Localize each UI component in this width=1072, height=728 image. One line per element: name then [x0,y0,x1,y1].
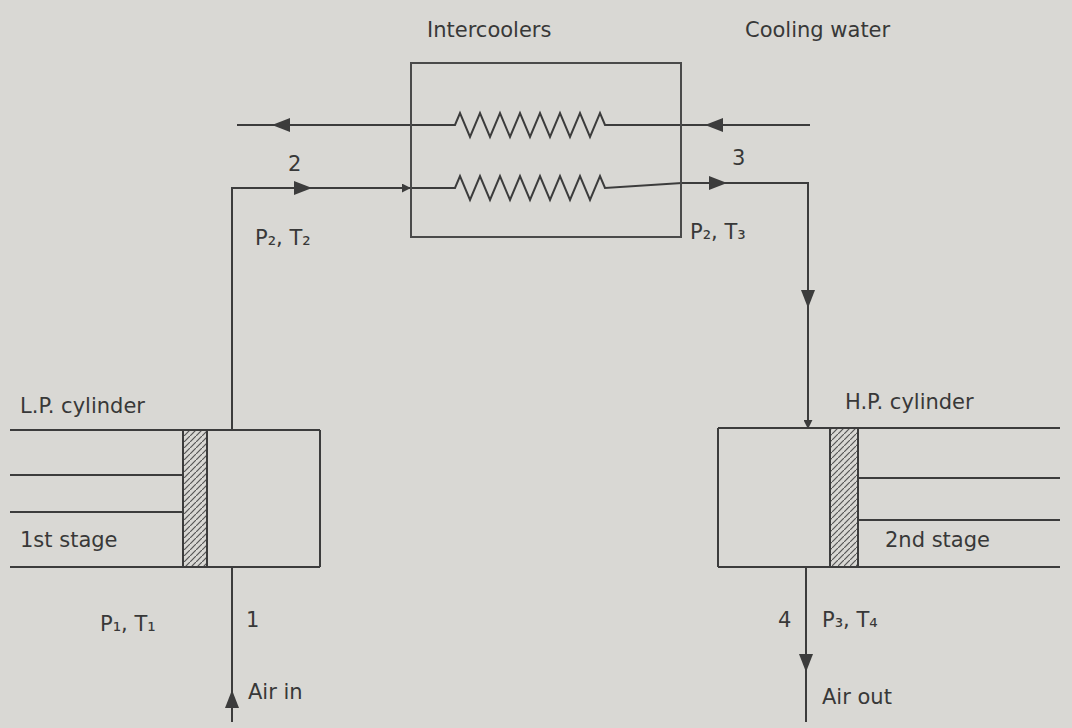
hp-cylinder: H.P. cylinder2nd stage [718,428,1060,567]
piston [830,428,858,567]
flow-arrowhead [272,118,290,132]
heading-label: H.P. cylinder [845,390,974,415]
lp-cylinder: L.P. cylinder1st stage [10,430,320,567]
heading-label: L.P. cylinder [20,394,145,419]
state-number: 2 [288,152,301,177]
state-label: P₂, T₃ [690,220,746,245]
pipe-connector [232,188,410,430]
cylinder-wall [319,430,321,567]
state-label: P₁, T₁ [100,612,156,637]
heading-label: Intercoolers [427,18,551,43]
flow-arrowhead [799,654,813,672]
cylinder-wall [10,429,320,431]
stage-label: 2nd stage [885,528,990,553]
cylinder-wall [10,474,183,476]
cylinder-wall [10,566,320,568]
flow-arrowhead [225,690,239,708]
flow-arrowhead [705,118,723,132]
cooling-water-coil [237,113,810,137]
cylinder-wall [718,427,1060,429]
cylinder-wall [10,511,183,513]
flow-label: Cooling water [745,18,890,43]
flow-label: Air in [248,680,303,705]
air-outlet-pipe [805,567,807,722]
cylinder-wall [717,428,719,567]
state-label: P₃, T₄ [822,608,878,633]
pipe-connector [682,183,808,428]
state-number: 4 [778,608,791,633]
flow-label: Air out [822,685,892,710]
cylinder-wall [858,519,1060,521]
piston [183,430,207,567]
state-number: 1 [246,608,259,633]
state-number: 3 [732,146,745,171]
cylinder-wall [858,477,1060,479]
state-label: P₂, T₂ [255,226,311,251]
intercooler-box: Intercoolers [410,62,682,238]
air-coil [410,176,682,200]
stage-label: 1st stage [20,528,118,553]
cylinder-wall [718,566,1060,568]
